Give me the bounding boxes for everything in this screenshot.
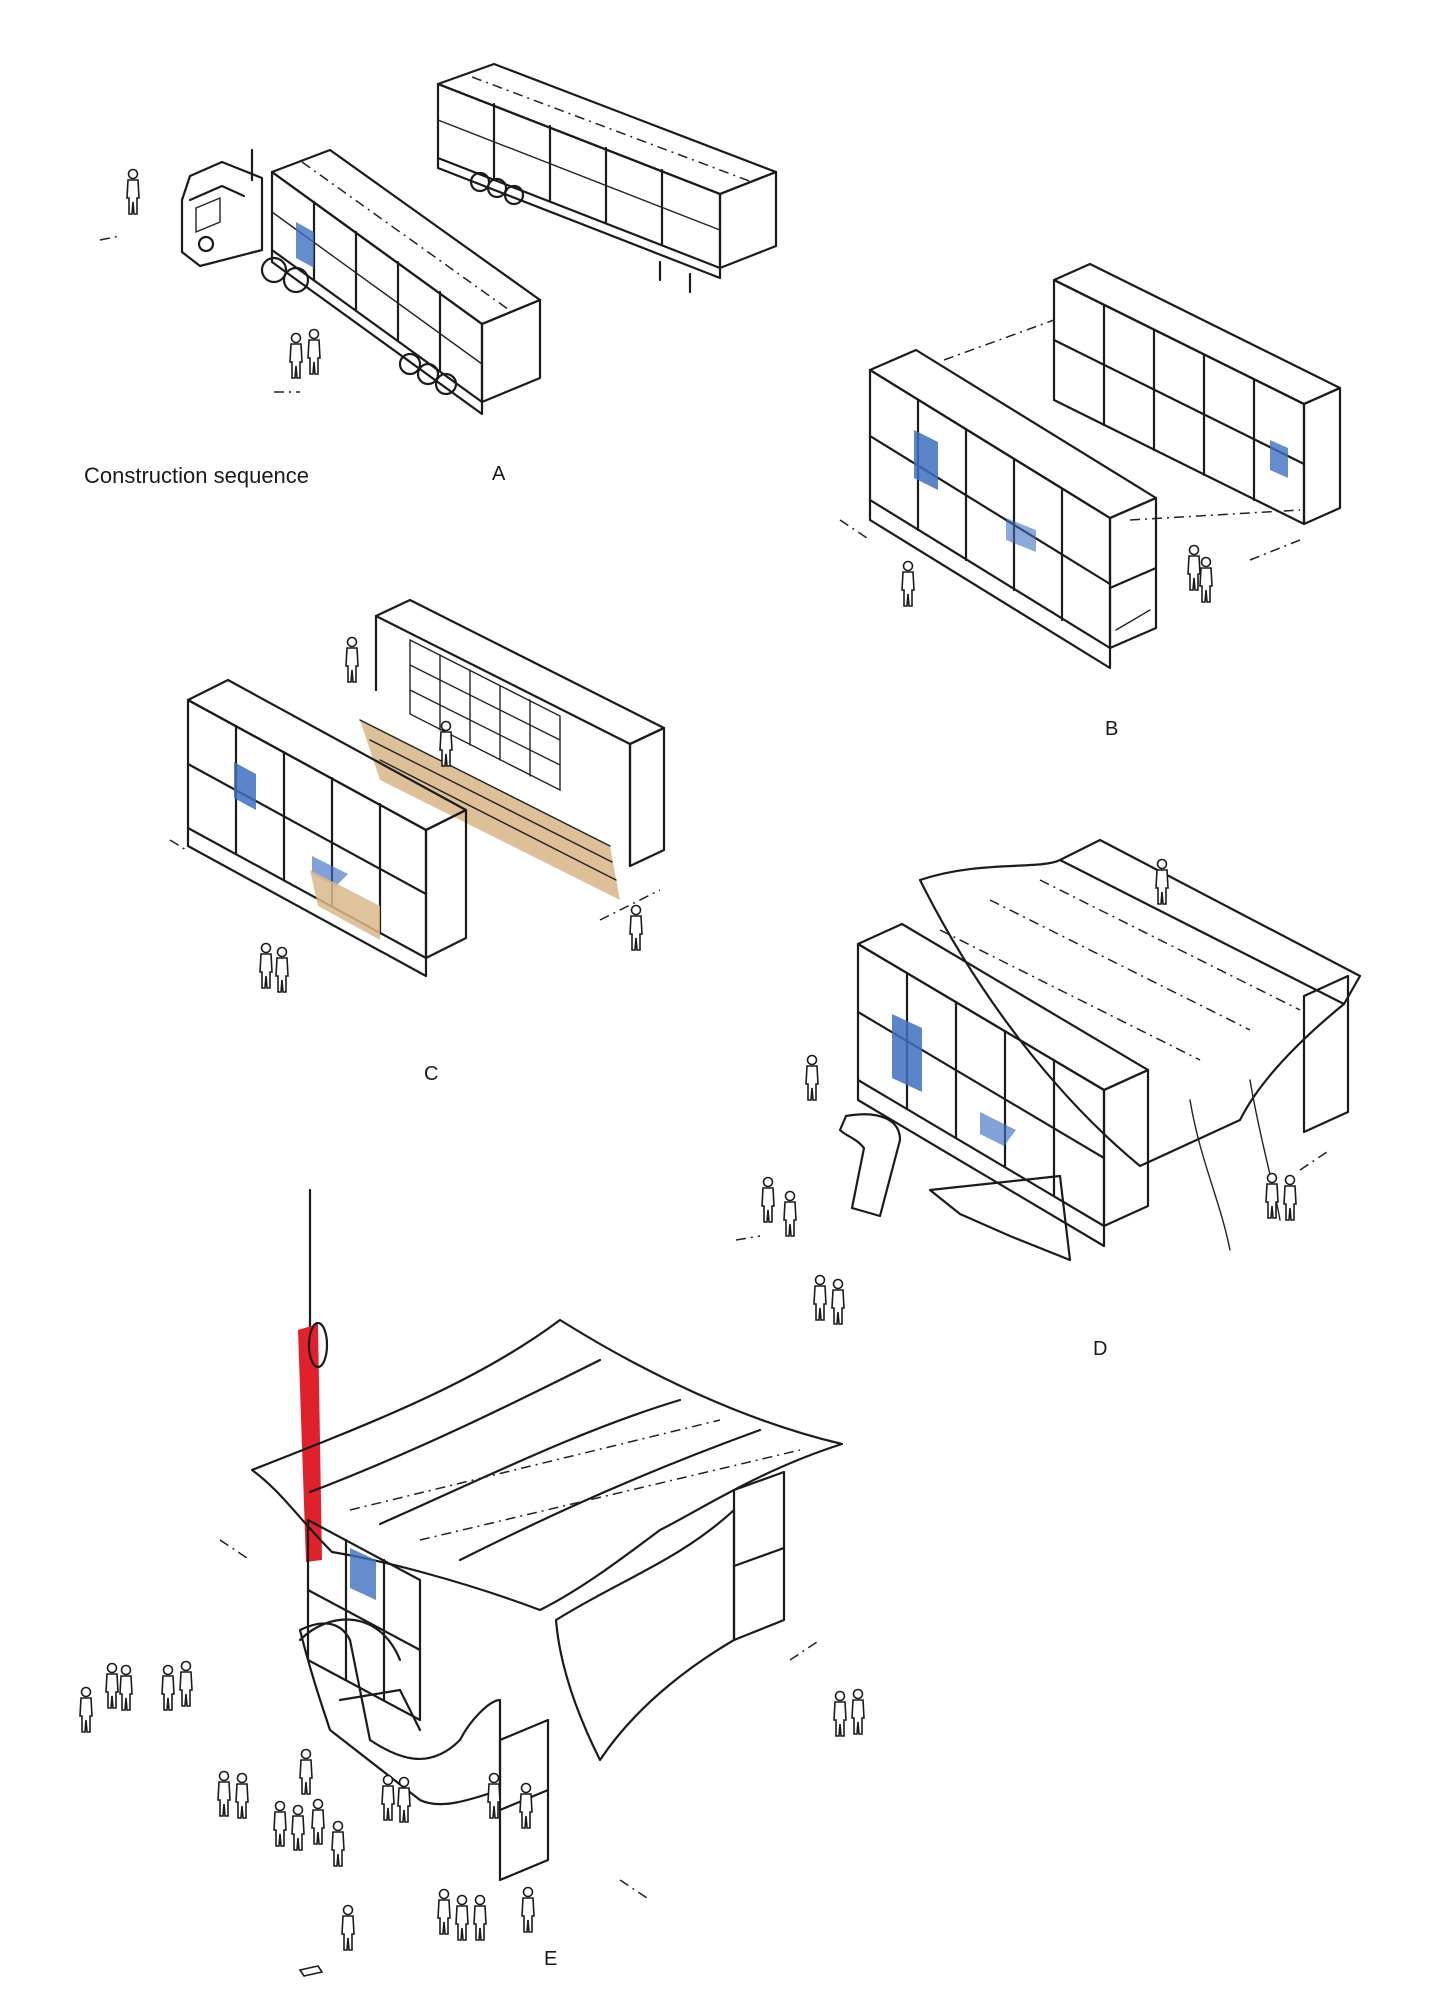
wood-ramp-left-d (838, 1113, 902, 1218)
canopy-roof-e (250, 1318, 844, 1612)
step-b-sketch (839, 262, 1342, 670)
step-a-sketch (99, 62, 778, 416)
module-rear-raised (1052, 262, 1342, 526)
module-d-front (856, 922, 1150, 1248)
module-front-raised (868, 348, 1158, 670)
step-label-e: E (544, 1948, 558, 1970)
step-label-c: C (424, 1063, 439, 1085)
step-label-d: D (1093, 1338, 1108, 1360)
step-label-b: B (1105, 718, 1119, 740)
floor-deck-c (360, 720, 620, 900)
step-label-a: A (492, 463, 506, 485)
module-on-trailer-rear (436, 62, 778, 294)
step-e-sketch (79, 1188, 865, 1977)
framework-grid-c (409, 638, 561, 792)
module-c-rear (374, 598, 666, 868)
module-c-front (186, 678, 468, 978)
module-on-truck (180, 148, 542, 416)
wood-entrance-e (298, 1622, 502, 1806)
red-banner-e (298, 1324, 322, 1562)
sheet-title: Construction sequence (84, 463, 310, 488)
step-d-sketch (735, 838, 1362, 1325)
module-e-front (306, 1518, 550, 1882)
fabric-roof-d (918, 858, 1346, 1168)
wood-ramp-center-d (928, 1174, 1072, 1262)
step-c-sketch (169, 598, 666, 993)
